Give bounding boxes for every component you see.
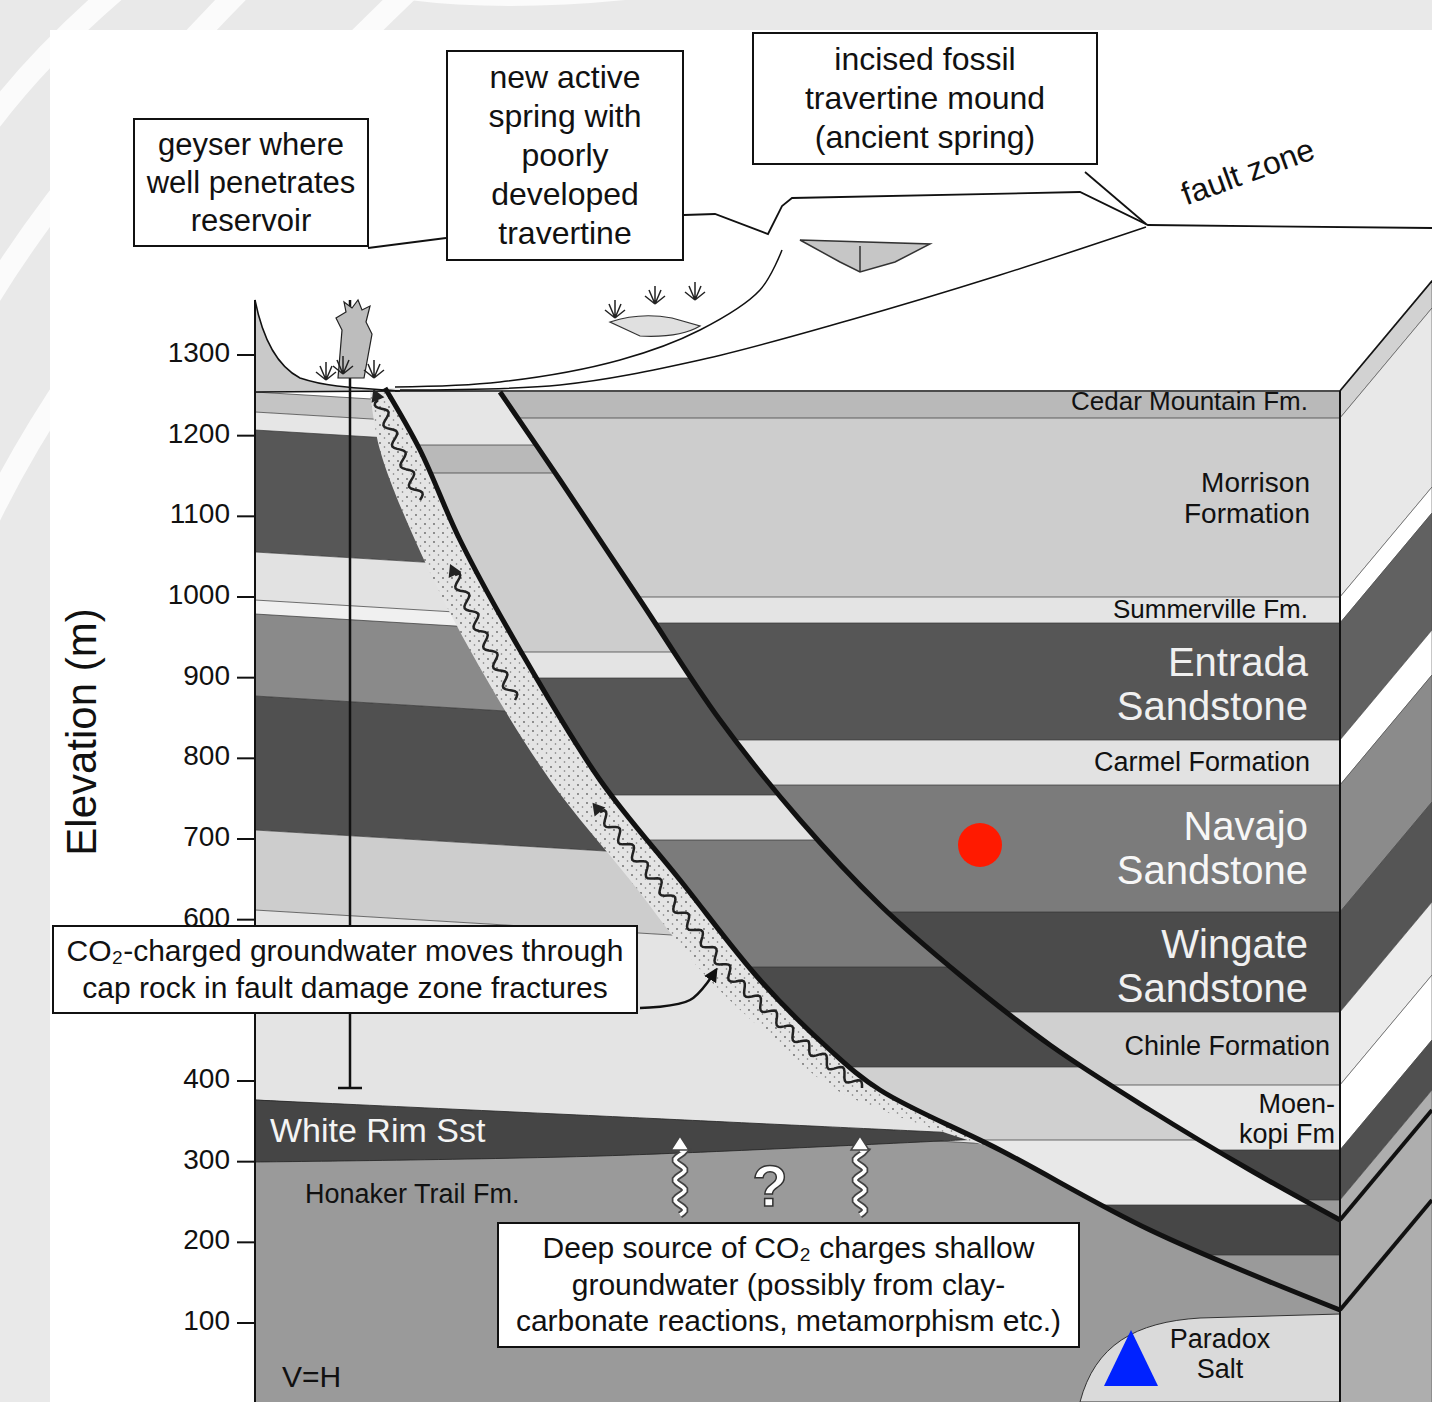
- axis-tick: [237, 838, 255, 840]
- vegetation: [685, 282, 705, 300]
- formation-label: Moen- kopi Fm: [1223, 1090, 1335, 1149]
- fluid-flow-arrow: [600, 810, 862, 1088]
- fluid-flow-arrow: [375, 400, 423, 500]
- block-edge: [1340, 281, 1432, 391]
- layer-boundary: [255, 1100, 1340, 1165]
- blue-triangle-marker: [1104, 1330, 1158, 1386]
- fossil-mound: [800, 240, 930, 272]
- axis-tick-label: 400: [183, 1064, 230, 1095]
- axis-tick: [237, 1241, 255, 1243]
- block-side-layer: [1340, 1090, 1432, 1402]
- skyline: [368, 238, 446, 248]
- fluid-flow-arrow: [455, 573, 517, 700]
- callout-text: incised fossil travertine mound (ancient…: [764, 40, 1086, 157]
- axis-tick-label: 700: [183, 822, 230, 853]
- axis-tick: [237, 354, 255, 356]
- axis-tick: [237, 435, 255, 437]
- axis-tick-label: 900: [183, 661, 230, 692]
- axis-tick: [237, 919, 255, 921]
- vegetation: [333, 356, 353, 374]
- rock-layer: [255, 1100, 1340, 1402]
- fault-line: [500, 392, 1340, 1220]
- arrowhead: [671, 1136, 689, 1150]
- axis-tick: [237, 1080, 255, 1082]
- formation-label: Carmel Formation: [1094, 748, 1310, 778]
- co2-flow-arrow: [675, 1150, 685, 1215]
- co2-flow-arrow: [855, 1150, 865, 1215]
- geyser-plume: [336, 300, 372, 378]
- arrowhead: [851, 1136, 869, 1150]
- co2-flow-arrow: [855, 1150, 865, 1215]
- callout-box: new active spring with poorly developed …: [446, 50, 684, 261]
- query-mark: ?: [752, 1154, 787, 1218]
- fault-trace-side: [1340, 1110, 1432, 1220]
- formation-label: Wingate Sandstone: [1048, 922, 1308, 1010]
- axis-tick-label: 600: [183, 903, 230, 934]
- axis-tick: [237, 757, 255, 759]
- callout-box: incised fossil travertine mound (ancient…: [752, 32, 1098, 165]
- skyline: [684, 192, 1432, 234]
- axis-tick: [237, 515, 255, 517]
- formation-label: Paradox Salt: [1150, 1325, 1290, 1384]
- axis-tick-label: 1000: [168, 580, 230, 611]
- formation-label: Navajo Sandstone: [1048, 804, 1308, 892]
- vegetation: [316, 362, 336, 380]
- axis-line: [254, 300, 256, 1402]
- fault-line: [385, 388, 1340, 1310]
- callout-box: geyser where well penetrates reservoir: [133, 118, 369, 247]
- axis-tick-label: 1100: [170, 499, 230, 530]
- axis-tick: [237, 1161, 255, 1163]
- terrain-line: [395, 250, 782, 387]
- salt-body: [1080, 1314, 1340, 1402]
- arrowhead: [592, 803, 605, 817]
- callout-box: Deep source of CO₂ charges shallow groun…: [497, 1222, 1080, 1348]
- arrowhead: [449, 564, 462, 578]
- block-edge: [1339, 391, 1341, 1402]
- formation-label: White Rim Sst: [270, 1112, 485, 1149]
- axis-tick: [237, 596, 255, 598]
- callout-box: CO₂-charged groundwater moves through ca…: [52, 925, 638, 1014]
- axis-tick-label: 1300: [168, 338, 230, 369]
- callout-text: new active spring with poorly developed …: [458, 58, 672, 253]
- formation-label: Cedar Mountain Fm.: [1071, 387, 1308, 416]
- axis-tick-label: 300: [183, 1145, 230, 1176]
- axis-title: Elevation (m): [59, 608, 105, 855]
- formation-label: Summerville Fm.: [1113, 595, 1308, 624]
- arrowhead: [372, 389, 385, 403]
- vegetation: [364, 360, 384, 378]
- travertine-deposit: [610, 316, 700, 337]
- callout-arrow: [640, 970, 716, 1008]
- leader-line: [1085, 172, 1146, 224]
- callout-text: geyser where well penetrates reservoir: [145, 126, 357, 239]
- damage-zone: [370, 388, 1000, 1150]
- fossil-mound: [859, 246, 861, 272]
- formation-label: Morrison Formation: [1140, 468, 1310, 530]
- valley-floor: [255, 300, 400, 392]
- feature-label: fault zone: [1177, 132, 1319, 213]
- red-dot-marker: [958, 823, 1002, 867]
- formation-label: Entrada Sandstone: [1048, 640, 1308, 728]
- formation-label: Chinle Formation: [1124, 1032, 1330, 1062]
- vegetation: [605, 300, 625, 318]
- callout-text: CO₂-charged groundwater moves through ca…: [64, 933, 626, 1006]
- callout-text: Deep source of CO₂ charges shallow groun…: [509, 1230, 1068, 1340]
- axis-tick: [237, 1322, 255, 1324]
- axis-tick-label: 1200: [168, 419, 230, 450]
- axis-tick: [237, 677, 255, 679]
- formation-label: Honaker Trail Fm.: [305, 1180, 520, 1210]
- vegetation: [645, 286, 665, 304]
- axis-tick-label: 800: [183, 741, 230, 772]
- co2-flow-arrow: [675, 1150, 685, 1215]
- axis-tick-label: 100: [183, 1306, 230, 1337]
- scale-note: V=H: [282, 1360, 341, 1393]
- axis-tick-label: 200: [183, 1225, 230, 1256]
- fault-trace-side: [1340, 1200, 1432, 1310]
